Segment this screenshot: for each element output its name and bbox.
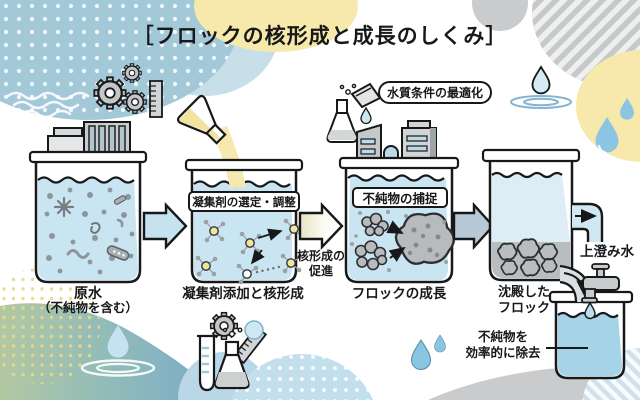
stage3-caption: フロックの成長 [351,286,447,301]
beaker-lip [184,158,304,172]
stage1-caption: 原水 [74,285,102,301]
tall-beaker-lip [481,148,581,163]
microbe-star [53,196,75,218]
impurity-particles [44,187,135,275]
stage4-caption-line2: フロック [497,300,550,315]
microbe-capsule [106,245,130,261]
ruler-icon [149,80,163,118]
deco-yellow-blob-top [194,0,358,52]
stage2-caption: 凝集剤添加と核形成 [182,286,304,301]
nucleation-note-line2: 促進 [308,264,333,278]
removal-note-line2: 効率的に除去 [465,346,541,360]
bubble-circle [244,320,264,340]
stage4-sedimentation [481,148,634,380]
nucleation-note: 核形成の 促進 [290,249,352,279]
deco-dotted-circle-bottom [230,354,374,400]
pouring-flask-icon [176,94,227,145]
erlenmeyer-flask-icon [214,327,250,390]
water-drops-right [595,98,634,155]
settled-floc-outlines [497,238,559,277]
deco-yellow-blob-right [576,50,640,162]
pouring-cup-icon [350,82,382,125]
deco-yellow-dots-patch [0,268,100,384]
deco-gray-circle-top [472,0,528,31]
test-tube-icon [197,334,217,392]
gear-icon [122,63,142,83]
supernatant-label: 上澄み水 [580,244,634,259]
coagulant-stream [212,126,246,188]
dotted-link [255,264,285,274]
stage3-box-label: 不純物の捕捉 [352,187,448,208]
droplet-ripple-icon-top [510,66,572,109]
microbe-spiral [90,222,101,234]
nucleation-note-line1: 核形成の [296,249,345,263]
water-surface-line [37,176,135,184]
stage2-coagulation [176,94,306,285]
supernatant-pipe [572,202,604,242]
deco-lab-icons-bottom [197,311,267,392]
water-drop-icon [360,107,372,125]
removal-note: 不純物を 効率的に除去 [458,329,548,361]
beaker-lip [338,156,460,170]
droplet-ripple-icon-bottom [80,325,156,377]
block-arrow-1 [142,202,188,250]
stage2-box-label: 凝集剤の選定・調整 [188,191,300,212]
beaker-lip [28,150,148,164]
stage1-raw-water [28,121,148,284]
microbe-comma [116,218,124,228]
microbe-worm [66,249,90,259]
page-title: ［フロックの核形成と成長のしくみ］ [132,25,508,48]
stage4-caption-line1: 沈殿した [497,284,550,299]
water-surface-line [347,174,445,182]
removal-note-line1: 不純物を [477,330,528,344]
faucet-icon [581,263,620,304]
gear-icon [93,76,127,110]
deco-dotted-blue-blob [0,0,240,120]
floc-clusters [350,210,456,272]
water-drops-bottom [410,334,446,371]
stage1-subcaption: （不純物を含む） [37,301,138,315]
microbe-capsule-small [113,195,127,205]
supernatant-water [492,173,570,242]
water-surface-line [491,171,563,179]
deco-wave-lines [6,91,90,119]
block-arrow-2 [298,202,344,250]
stage3-badge: 水質条件の最適化 [378,81,492,104]
gear-icon [123,90,147,114]
stage4-caption: 沈殿した フロック [486,284,562,316]
block-arrow-3 [452,201,495,251]
erlenmeyer-flask-icon [326,83,358,143]
